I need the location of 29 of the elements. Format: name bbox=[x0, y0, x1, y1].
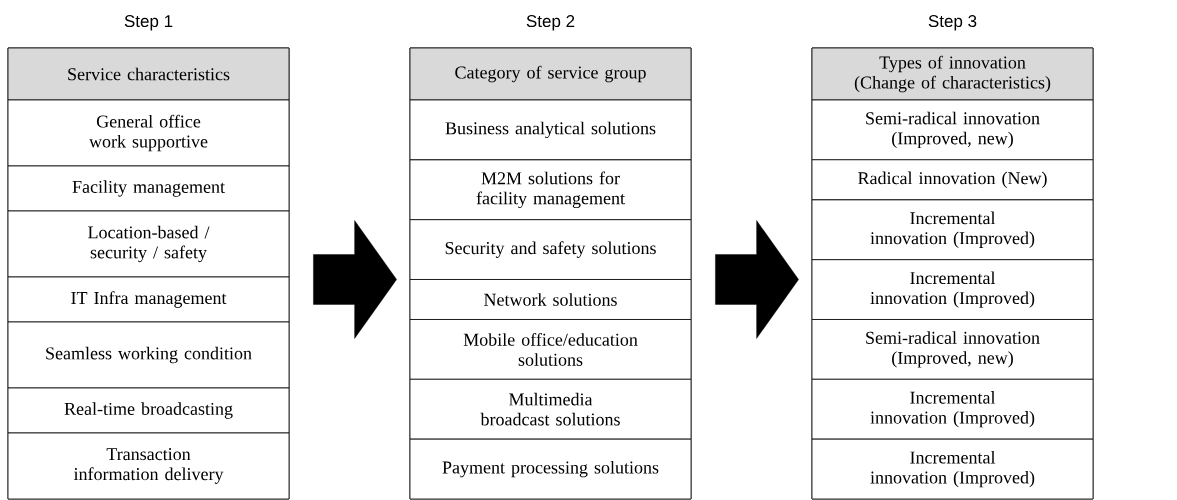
table-cell: M2M solutions for facility management bbox=[409, 159, 692, 221]
table-cell: General office work supportive bbox=[7, 99, 290, 167]
table-cell: Incremental innovation (Improved) bbox=[811, 378, 1094, 440]
table-cell: Seamless working condition bbox=[7, 321, 290, 389]
header-cell: Service characteristics bbox=[7, 47, 290, 101]
table-cell: Payment processing solutions bbox=[409, 438, 692, 500]
header-cell: Category of service group bbox=[409, 47, 692, 101]
table-cell: IT Infra management bbox=[7, 276, 290, 323]
header-cell: Types of innovation (Change of characteristics) bbox=[811, 47, 1094, 101]
table-cell: Security and safety solutions bbox=[409, 219, 692, 280]
table-cell: Semi-radical innovation (Improved, new) bbox=[811, 319, 1094, 380]
table-cell: Transaction information delivery bbox=[7, 432, 290, 500]
step-label: Step 2 bbox=[526, 15, 575, 31]
table-cell: Semi-radical innovation (Improved, new) bbox=[811, 99, 1094, 161]
block-arrow bbox=[313, 220, 397, 339]
table-cell: Location-based / security / safety bbox=[7, 210, 290, 278]
table-cell: Radical innovation (New) bbox=[811, 159, 1094, 201]
table-cell: Incremental innovation (Improved) bbox=[811, 259, 1094, 320]
step-label: Step 3 bbox=[928, 15, 977, 31]
table-cell: Incremental innovation (Improved) bbox=[811, 438, 1094, 500]
step-label: Step 1 bbox=[124, 15, 173, 31]
table-cell: Incremental innovation (Improved) bbox=[811, 199, 1094, 261]
block-arrow bbox=[715, 220, 799, 339]
table-cell: Real-time broadcasting bbox=[7, 387, 290, 434]
table-cell: Network solutions bbox=[409, 279, 692, 320]
table-cell: Business analytical solutions bbox=[409, 99, 692, 161]
table-cell: Facility management bbox=[7, 165, 290, 212]
table-cell: Multimedia broadcast solutions bbox=[409, 378, 692, 440]
table-cell: Mobile office/education solutions bbox=[409, 319, 692, 380]
